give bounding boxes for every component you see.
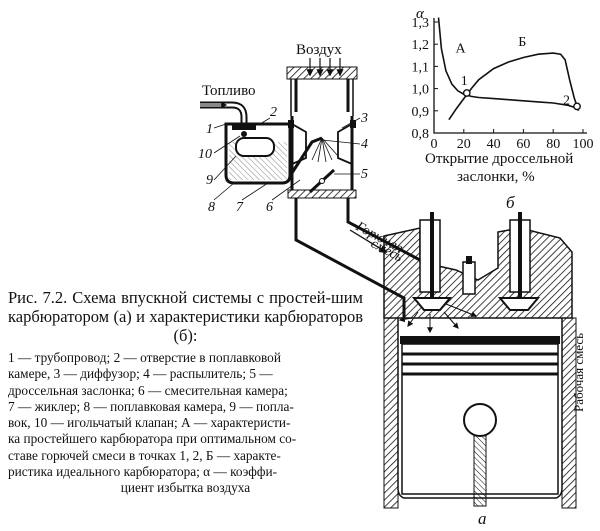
part-7: 7 [236,200,244,215]
working-mixture-label: Рабочая смесь [571,333,586,412]
series-line-Б [448,52,580,121]
legend-line: 7 — жиклер; 8 — поплавковая камера, 9 — … [8,398,294,414]
cylinder [383,303,577,509]
x-tick-label: 20 [457,137,471,152]
legend-line: ристика идеального карбюратора; α — коэф… [8,464,278,480]
part-8: 8 [208,200,215,215]
legend-line: 1 — трубопровод; 2 — отверстие в поплавк… [8,350,281,365]
figure-legend: 1 — трубопровод; 2 — отверстие в поплавк… [8,350,363,497]
y-tick-label: 1,0 [412,83,430,98]
y-tick-label: 0,8 [412,127,430,142]
piston-top [400,336,560,344]
y-tick-label: 0,9 [412,105,430,120]
chart-b-label: б [506,193,515,212]
legend-line: вок, 10 — игольчатый клапан; А — характе… [8,415,291,431]
chart-ylabel: α [416,6,425,22]
part-10: 10 [198,147,212,162]
x-tick-label: 60 [516,137,530,152]
legend-line: ка простейшего карбюратора при оптимальн… [8,431,297,447]
piston [401,343,559,507]
x-tick-label: 0 [431,137,438,152]
y-tick-label: 1,2 [412,38,430,53]
intersection-point [462,89,471,97]
float-chamber [224,122,292,185]
chart-xlabel-line1: Открытие дроссельной [425,151,573,167]
sprayer [288,136,323,177]
y-tick-label: 1,3 [412,16,430,31]
chart-xticks: 0 20 40 60 80 100 [431,129,594,152]
intersection-point [573,102,581,111]
x-tick-label: 80 [546,137,560,152]
part-5: 5 [361,167,368,182]
x-tick-label: 100 [573,137,594,152]
mixing-chamber [287,116,357,199]
needle-valve [241,131,247,137]
fuel-label: Топливо [202,83,256,99]
legend-line: дроссельная заслонка; 6 — смесительная к… [8,382,288,398]
caption-title: Рис. 7.2. Схема впускной системы с прост… [8,288,363,345]
intersection-label: 1 [461,74,468,89]
air-inlet [286,66,358,116]
x-tick-label: 40 [487,137,501,152]
legend-line: камере, 3 — диффузор; 4 — распылитель; 5… [8,366,273,382]
chart-axes [433,18,587,134]
part-2: 2 [270,105,277,120]
exhaust-valve [518,212,522,304]
engine-diagram: Воздух Топливо [198,42,586,528]
air-arrows [306,58,344,77]
part-3: 3 [360,111,368,126]
air-label: Воздух [296,42,342,58]
spray-jets [311,137,339,163]
chart-annotations: 12 [461,74,581,111]
part-4: 4 [361,137,368,152]
intersection-label: 2 [563,93,570,108]
intake-valve [430,212,434,304]
float [235,137,275,157]
chart-axis-lines [433,18,587,134]
y-tick-label: 1,1 [412,60,430,75]
cylinder-head [383,212,573,319]
series-line-А [437,17,579,110]
series-label: Б [518,35,526,50]
mixture-arrows [398,303,478,334]
figure-caption: Рис. 7.2. Схема впускной системы с прост… [8,288,363,345]
legend-line: ставе горючей смеси в точках 1, 2, Б — х… [8,447,281,463]
series-label: А [455,42,466,57]
part-labels: 1 2 3 4 5 6 7 8 9 10 [198,105,368,215]
spark-plug [462,261,476,295]
diagram-a-label: а [478,509,487,528]
part-6: 6 [266,200,273,215]
part-9: 9 [206,173,213,188]
chart-yticks: 0,8 0,9 1,0 1,1 1,2 1,3 [412,16,438,142]
chart-xlabel-line2: заслонки, % [457,169,535,185]
part-1: 1 [206,122,213,137]
legend-line: циент избытка воздуха [120,480,251,496]
